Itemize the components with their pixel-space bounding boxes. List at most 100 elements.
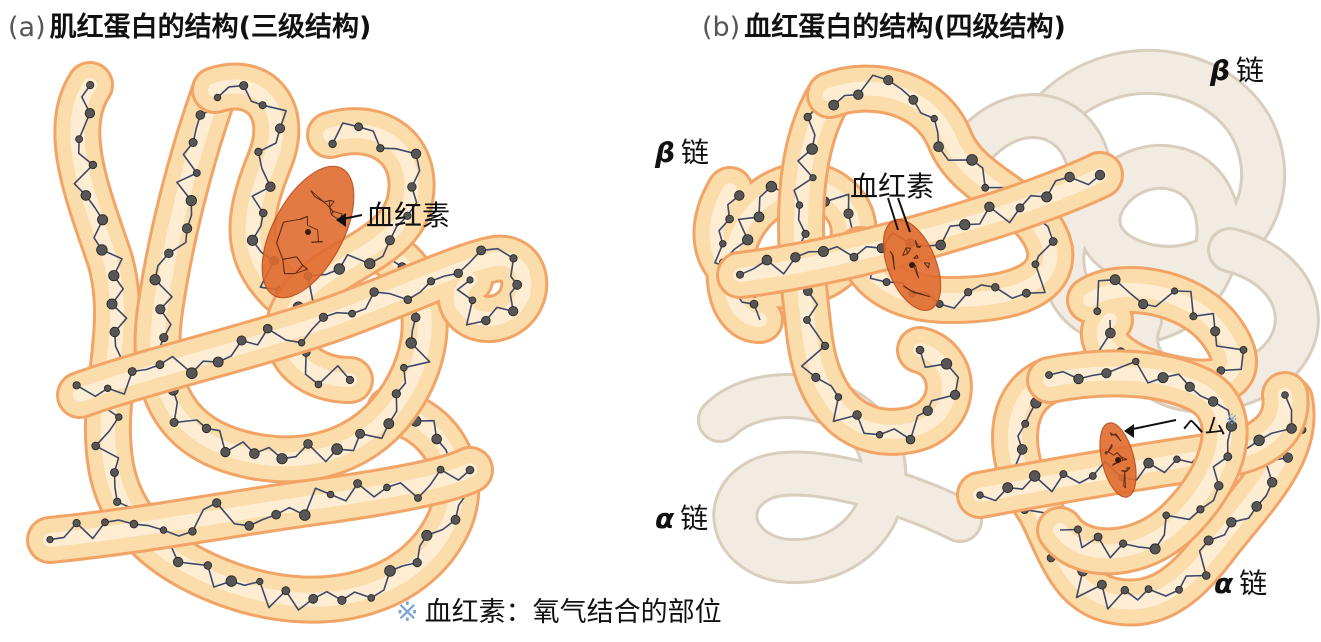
residue-bead: [265, 181, 276, 192]
heme-bond: [284, 273, 296, 275]
residue-bead: [353, 479, 363, 488]
residue-bead: [976, 491, 984, 499]
residue-bead: [172, 556, 184, 568]
residue-bead: [1093, 307, 1102, 316]
residue-bead: [203, 561, 212, 570]
residue-bead: [1105, 327, 1116, 339]
heme-bond: [1120, 456, 1128, 460]
residue-bead: [922, 405, 933, 417]
residue-bead: [1171, 287, 1179, 295]
heme-bond: [329, 207, 332, 216]
heme-bond: [295, 268, 308, 274]
residue-bead: [1041, 191, 1053, 203]
heme-bond: [310, 190, 325, 203]
heme-iron-center: [909, 262, 915, 268]
residue-bead: [508, 306, 519, 317]
heme-bond: [1113, 434, 1116, 436]
residue-bead: [188, 137, 198, 147]
residue-bead: [108, 270, 120, 282]
residue-bead: [1184, 381, 1195, 392]
residue-bead: [875, 431, 884, 439]
residue-bead: [1022, 288, 1031, 298]
residue-bead: [213, 93, 222, 102]
residue-bead: [908, 94, 919, 105]
residue-bead: [192, 169, 201, 177]
residue-bead: [271, 509, 281, 520]
residue-bead: [828, 99, 840, 111]
heme-bond: [924, 262, 930, 264]
residue-bead: [466, 276, 474, 284]
residue-bead: [453, 268, 464, 279]
heme-bond: [916, 254, 919, 259]
residue-bead: [403, 211, 412, 220]
myoglobin-heme: [261, 165, 355, 299]
residue-bead: [811, 372, 821, 382]
heme-bond: [1104, 451, 1109, 453]
residue-bead: [1002, 482, 1014, 494]
residue-bead: [256, 577, 264, 586]
residue-bead: [1094, 169, 1106, 181]
residue-bead: [75, 135, 83, 144]
residue-bead: [509, 254, 518, 263]
residue-bead: [91, 441, 100, 451]
residue-bead: [984, 201, 995, 213]
residue-bead: [1097, 579, 1107, 590]
residue-bead: [915, 345, 925, 355]
heme-porphyrin-net: [276, 190, 343, 275]
residue-bead: [254, 147, 263, 156]
residue-bead: [182, 223, 193, 234]
residue-bead: [355, 428, 366, 439]
residue-bead: [220, 446, 231, 458]
heme-label-a: 血红素: [366, 199, 450, 232]
myoglobin-helix-b: [133, 66, 449, 484]
myoglobin-helix-f-backbone: [49, 468, 471, 541]
heme-bond: [329, 207, 334, 212]
heme-porphyrin-net: [1104, 432, 1131, 489]
residue-bead: [940, 358, 953, 370]
residue-bead: [159, 526, 168, 534]
heme-bond: [1124, 471, 1126, 488]
residue-bead: [414, 494, 422, 502]
residue-bead: [1201, 571, 1211, 580]
residue-bead: [852, 410, 862, 420]
residue-bead: [115, 413, 123, 421]
residue-bead: [809, 174, 817, 182]
residue-bead: [1157, 372, 1169, 384]
heme-bond: [1115, 433, 1117, 435]
residue-bead: [1214, 481, 1224, 491]
residue-bead: [410, 312, 421, 323]
residue-bead: [46, 535, 54, 544]
heme-bond: [299, 215, 308, 220]
heme-pointer-b3: [1127, 419, 1177, 431]
residue-bead: [101, 518, 109, 527]
residue-bead: [426, 277, 436, 286]
residue-bead: [421, 529, 433, 541]
heme-bond: [282, 256, 297, 260]
residue-bead: [820, 341, 830, 351]
alpha-chain-loop-2: [991, 356, 1316, 627]
myoglobin-helix-f-highlight: [43, 463, 477, 547]
heme-bond: [318, 240, 323, 243]
residue-bead: [314, 380, 323, 389]
residue-bead: [412, 557, 422, 568]
heme-bond: [1107, 451, 1114, 456]
residue-bead: [853, 89, 864, 100]
residue-bead: [1175, 585, 1183, 594]
heme-bond: [276, 221, 284, 244]
residue-bead: [384, 565, 396, 577]
residue-bead: [262, 323, 273, 334]
residue-bead: [149, 274, 161, 286]
residue-bead: [1119, 539, 1128, 548]
residue-bead: [749, 299, 759, 309]
residue-bead: [959, 219, 971, 231]
residue-bead: [790, 252, 801, 263]
residue-bead: [1225, 420, 1238, 432]
residue-bead: [1203, 535, 1214, 546]
residue-bead: [1282, 452, 1294, 463]
heme-bond: [331, 211, 334, 216]
residue-bead: [1120, 586, 1129, 595]
residue-bead: [249, 448, 260, 459]
heme-bond: [907, 248, 912, 254]
